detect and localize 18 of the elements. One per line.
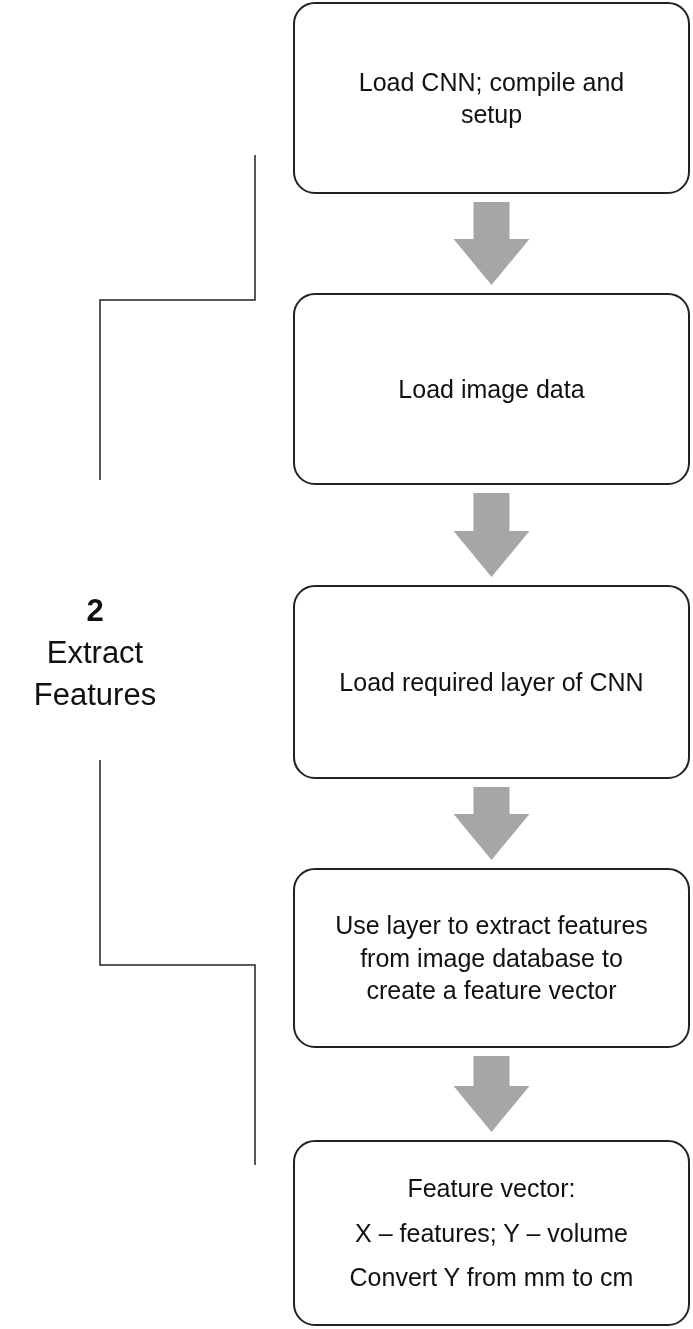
step-text: Feature vector: bbox=[407, 1173, 576, 1205]
step-text: Load CNN; compile and setup bbox=[357, 66, 626, 130]
process-box bbox=[293, 293, 690, 485]
step-text: Load required layer of CNN bbox=[339, 666, 644, 698]
step-text: X – features; Y – volume bbox=[355, 1217, 628, 1249]
process-box bbox=[293, 868, 690, 1048]
stage-title: Extract Features bbox=[32, 633, 158, 714]
step-number: 2 bbox=[86, 592, 104, 630]
process-box bbox=[293, 1140, 690, 1326]
process-box bbox=[293, 2, 690, 194]
step-text: Load image data bbox=[398, 373, 585, 405]
step-text: Use layer to extract features from image database to create a feature vector bbox=[335, 910, 648, 1007]
block-arrow bbox=[453, 787, 530, 860]
block-arrow bbox=[453, 1056, 530, 1132]
block-arrow bbox=[453, 202, 530, 285]
block-arrow bbox=[453, 493, 530, 577]
process-box bbox=[293, 585, 690, 779]
step-text: Convert Y from mm to cm bbox=[349, 1262, 634, 1294]
